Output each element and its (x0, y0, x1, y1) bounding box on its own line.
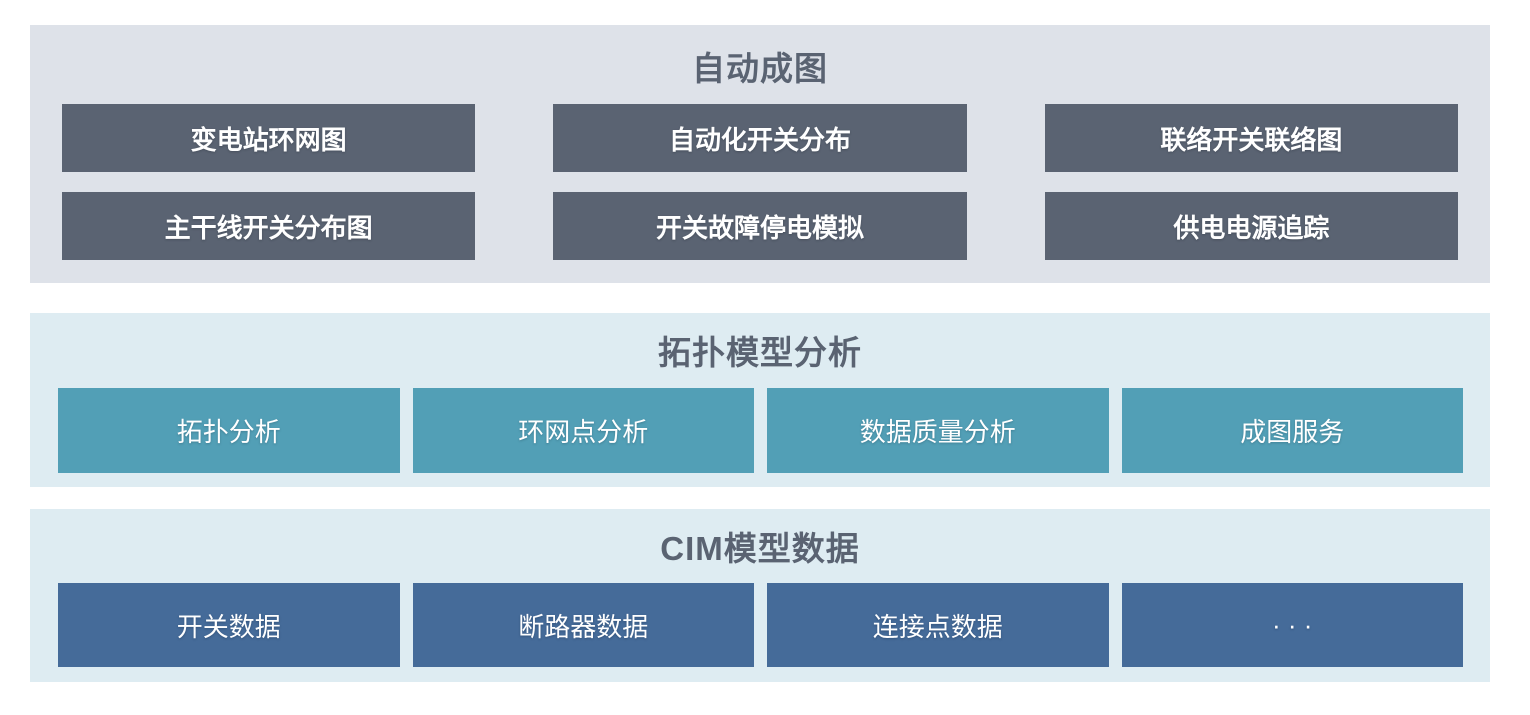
box-more-ellipsis: · · · (1121, 583, 1463, 667)
layer-topology-analysis-title: 拓扑模型分析 (658, 334, 862, 371)
box-substation-ring-network-diagram: 变电站环网图 (62, 104, 476, 172)
layer-topology-analysis: 拓扑模型分析 拓扑分析 环网点分析 数据质量分析 成图服务 (30, 313, 1490, 487)
box-data-quality-analysis: 数据质量分析 (767, 388, 1109, 473)
layer-cim-model-data-grid: 开关数据 断路器数据 连接点数据 · · · (58, 583, 1463, 667)
layer-auto-mapping-grid: 变电站环网图 自动化开关分布 联络开关联络图 主干线开关分布图 开关故障停电模拟… (62, 104, 1458, 260)
box-automated-switch-distribution: 自动化开关分布 (553, 104, 967, 172)
box-power-source-tracing: 供电电源追踪 (1044, 192, 1458, 260)
box-ring-point-analysis: 环网点分析 (412, 388, 754, 473)
box-trunk-line-switch-distribution-diagram: 主干线开关分布图 (62, 192, 476, 260)
layer-auto-mapping: 自动成图 变电站环网图 自动化开关分布 联络开关联络图 主干线开关分布图 开关故… (30, 25, 1490, 283)
layer-cim-model-data-title: CIM模型数据 (660, 530, 860, 567)
box-connection-point-data: 连接点数据 (767, 583, 1109, 667)
layer-cim-model-data: CIM模型数据 开关数据 断路器数据 连接点数据 · · · (30, 509, 1490, 682)
box-diagram-service: 成图服务 (1121, 388, 1463, 473)
box-circuit-breaker-data: 断路器数据 (412, 583, 754, 667)
box-switch-data: 开关数据 (58, 583, 400, 667)
box-switch-fault-outage-simulation: 开关故障停电模拟 (553, 192, 967, 260)
box-tie-switch-connection-diagram: 联络开关联络图 (1044, 104, 1458, 172)
box-topology-analysis: 拓扑分析 (58, 388, 400, 473)
layer-topology-analysis-grid: 拓扑分析 环网点分析 数据质量分析 成图服务 (58, 388, 1463, 473)
layer-auto-mapping-title: 自动成图 (692, 50, 828, 87)
